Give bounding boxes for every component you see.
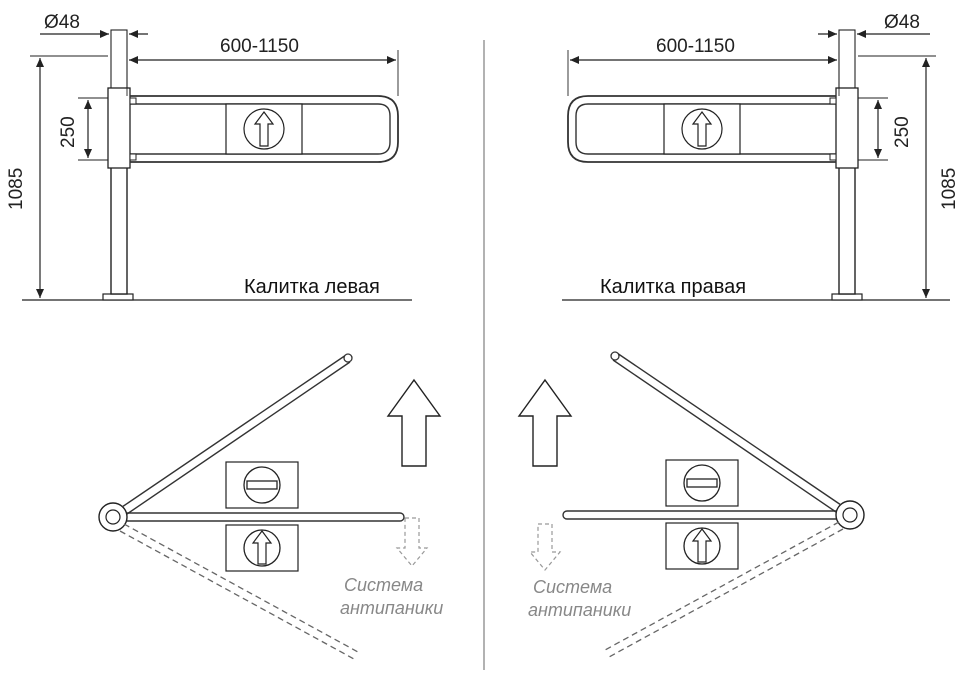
left-anti-panic-line2: антипаники: [340, 598, 443, 618]
right-plan-view: [517, 351, 865, 658]
right-gate-elevation: [562, 29, 950, 301]
right-diameter-label: Ø48: [884, 12, 920, 33]
left-plan-view: [98, 353, 442, 660]
right-anti-panic-line1: Система: [533, 577, 612, 597]
left-gate-caption: Калитка левая: [244, 276, 380, 298]
left-length-label: 600-1150: [220, 36, 299, 57]
left-anti-panic-line1: Система: [344, 575, 423, 595]
left-gate-elevation: [22, 29, 412, 301]
right-bar-gap-label: 250: [892, 116, 913, 148]
right-height-label: 1085: [939, 168, 960, 210]
left-height-label: 1085: [6, 168, 27, 210]
right-length-label: 600-1150: [656, 36, 735, 57]
left-diameter-label: Ø48: [44, 12, 80, 33]
right-gate-caption: Калитка правая: [600, 276, 746, 298]
right-anti-panic-line2: антипаники: [528, 600, 631, 620]
left-bar-gap-label: 250: [58, 116, 79, 148]
